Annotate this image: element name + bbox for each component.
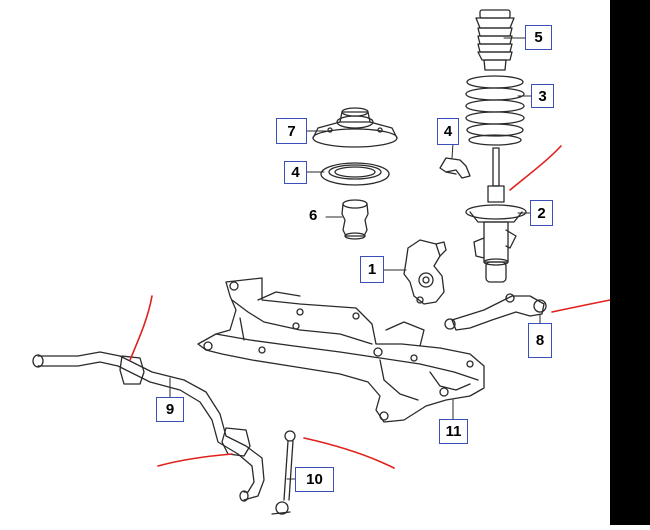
callout-label: 2 — [537, 204, 546, 222]
callout-box-1: 1 — [360, 256, 384, 283]
callout-label: 4 — [443, 123, 453, 140]
dust-boot-part — [475, 9, 515, 71]
callout-box-5: 5 — [525, 25, 552, 50]
callout-label: 4 — [291, 164, 300, 181]
callout-label: 9 — [165, 401, 175, 418]
coil-spring-part — [465, 75, 525, 146]
callout-box-7: 7 — [276, 118, 307, 144]
callout-label: 5 — [534, 29, 543, 46]
callout-label: 10 — [306, 471, 323, 488]
bearing-part — [320, 162, 390, 186]
callout-box-4-bearing: 4 — [284, 161, 307, 184]
bump-clip-part — [439, 157, 471, 179]
callout-label: 11 — [445, 423, 462, 440]
callout-box-3: 3 — [531, 84, 554, 108]
leader-lines — [169, 37, 541, 480]
strut-part — [465, 147, 527, 283]
jounce-bumper-part — [341, 199, 369, 240]
callout-6: 6 — [309, 207, 317, 224]
steering-knuckle-part — [403, 239, 447, 305]
callout-label: 1 — [367, 261, 377, 278]
callout-box-4-clip: 4 — [437, 118, 459, 145]
subframe-part — [197, 277, 485, 423]
callout-label: 3 — [538, 87, 547, 105]
stabilizer-link-part — [271, 430, 296, 515]
callout-box-10: 10 — [295, 467, 334, 492]
stabilizer-bar-part — [32, 351, 265, 502]
callout-label: 7 — [287, 122, 296, 140]
control-arm-part — [444, 293, 547, 331]
callout-box-9: 9 — [156, 397, 184, 422]
right-edge-frame — [610, 0, 650, 525]
callout-box-8: 8 — [528, 323, 552, 358]
callout-box-2: 2 — [530, 200, 553, 226]
red-annotations — [129, 145, 631, 469]
strut-mount-part — [312, 107, 398, 148]
callout-box-11: 11 — [439, 419, 468, 444]
callout-label: 6 — [309, 207, 318, 224]
callout-label: 8 — [535, 332, 545, 349]
